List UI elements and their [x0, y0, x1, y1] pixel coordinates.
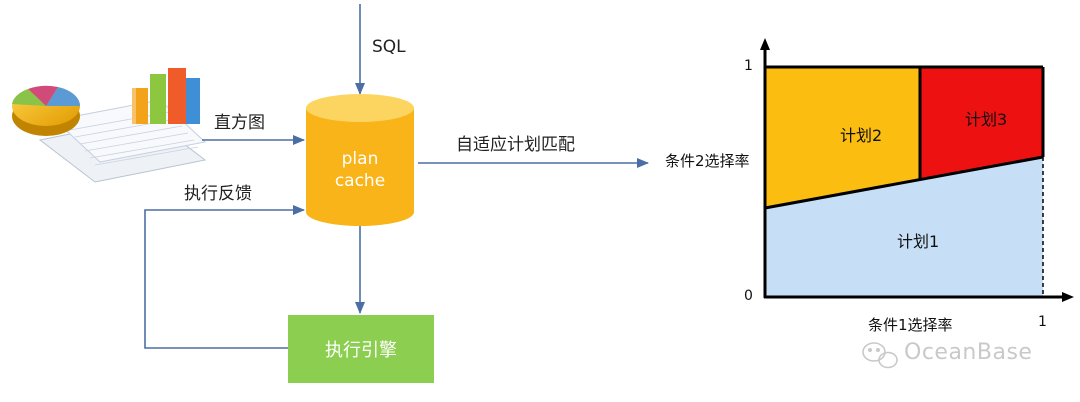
plan3-label: 计划3 — [965, 110, 1008, 129]
x-tick-right: 1 — [1038, 314, 1047, 330]
plan1-region — [765, 157, 1043, 297]
histogram-label: 直方图 — [214, 113, 265, 133]
execution-engine-label: 执行引擎 — [325, 340, 397, 361]
feedback-loop-arrow — [144, 205, 305, 349]
plan2-label: 计划2 — [840, 126, 883, 145]
histogram-illustration-icon — [12, 68, 207, 183]
plan-cache-label-line2: cache — [334, 171, 386, 191]
wechat-icon — [862, 342, 898, 369]
x-axis-label: 条件1选择率 — [868, 316, 953, 334]
y-tick-origin: 0 — [744, 288, 753, 304]
execution-engine-box: 执行引擎 — [288, 315, 434, 383]
plan-cache-cylinder — [306, 94, 414, 226]
plan-space-plot — [760, 38, 1074, 302]
plan-cache-label-line1: plan — [341, 149, 379, 169]
y-tick-top: 1 — [744, 58, 753, 74]
plan1-label: 计划1 — [897, 232, 940, 251]
plan-cache-label: plan cache — [306, 148, 414, 192]
plan2-region — [765, 67, 920, 208]
plan3-region — [920, 67, 1043, 180]
sql-label: SQL — [372, 37, 406, 57]
y-axis-label: 条件2选择率 — [665, 152, 750, 170]
watermark-text: OceanBase — [904, 340, 1033, 365]
adaptive-match-label: 自适应计划匹配 — [456, 135, 575, 155]
feedback-label: 执行反馈 — [184, 184, 252, 204]
